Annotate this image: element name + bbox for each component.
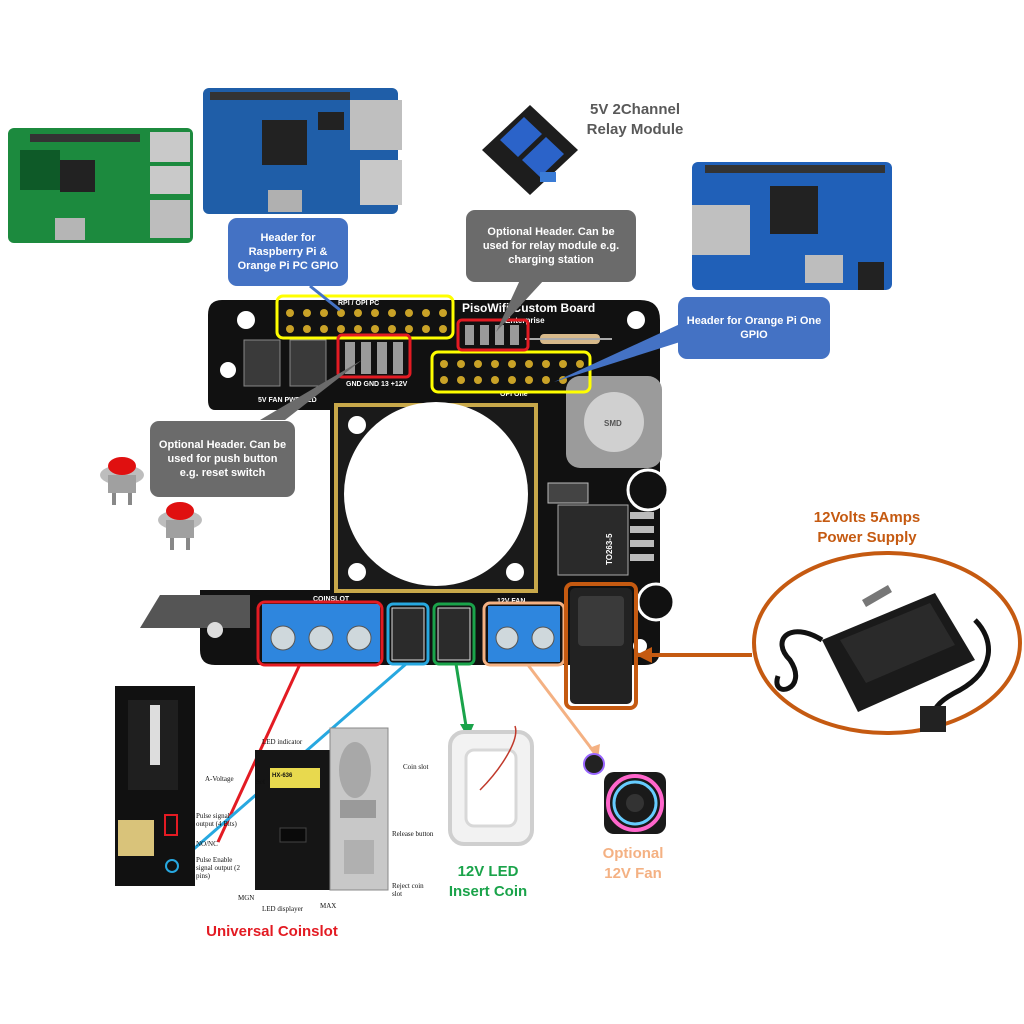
silk-opi-label: OPI One (500, 391, 528, 398)
push-button (100, 457, 144, 505)
annotation-pulse-enable: Pulse Enable signal output (2 pins) (196, 856, 240, 880)
annotation-led-displayer: LED displayer (262, 905, 304, 913)
relay-module (482, 105, 578, 195)
led-insert-coin-label: 12V LED Insert Coin (448, 863, 528, 900)
annotation-reject-coin-slot: Reject coin slot (392, 882, 424, 898)
opi-header-highlight (430, 350, 592, 394)
relay-module-label: 5V 2Channel Relay Module (586, 101, 684, 138)
pushbutton-callout-pointer (260, 360, 362, 420)
optional-fan-label: Optional 12V Fan (602, 845, 664, 882)
silk-rpi-label: RPI / OPI PC (338, 300, 379, 307)
coinslot-side-view (115, 686, 195, 886)
relay-header-callout: Optional Header. Can be used for relay m… (466, 210, 636, 282)
dc-jack-highlight (564, 582, 638, 710)
opi-one-header-callout: Header for Orange Pi One GPIO (678, 297, 830, 359)
rpi-header-highlight (275, 294, 455, 340)
annotation-coin-slot: Coin slot (403, 763, 429, 771)
orange-pi-pc-board (203, 88, 402, 214)
coinslot-signal-highlight (386, 602, 430, 666)
silk-fan-led-label: 5V FAN PWR LED (258, 397, 317, 404)
power-supply-adapter (774, 585, 991, 732)
rpi-header-callout: Header for Raspberry Pi & Orange Pi PC G… (228, 218, 348, 286)
relay-callout-pointer (496, 280, 544, 332)
led-wire (454, 663, 468, 727)
universal-coinslot-label: Universal Coinslot (206, 923, 338, 940)
coinslot-terminal-highlight (256, 600, 384, 667)
raspberry-pi-board (8, 128, 193, 243)
coinslot-model-label: HX-636 (272, 773, 293, 779)
silk-coinslot-label: COINSLOT (313, 596, 350, 603)
annotation-max: MAX (320, 902, 337, 910)
annotation-pulse-output: Pulse signal output (4 Bits) (196, 812, 237, 828)
led-insert-coin (448, 725, 534, 846)
push-button-header-callout: Optional Header. Can be used for push bu… (150, 421, 295, 497)
annotation-set: Set (256, 778, 265, 786)
silk-inductor-label: SMD (604, 419, 622, 428)
power-arrowhead (636, 647, 652, 663)
annotation-a-voltage: A-Voltage (205, 775, 234, 783)
pushbutton-header-highlight (336, 333, 412, 379)
annotation-no-nc: NO/NC (196, 840, 218, 848)
led-terminal-highlight (432, 602, 476, 666)
pisowifi-board (140, 300, 676, 704)
annotation-mgn: MGN (238, 894, 255, 902)
power-supply-label: 12Volts 5Amps Power Supply (813, 509, 921, 546)
board-title: PisoWifi Custom Board (462, 301, 595, 315)
relay-header-highlight (456, 318, 530, 352)
fan-wire (526, 664, 596, 753)
annotation-release-button: Release button (392, 830, 434, 838)
silk-gnd-label: GND GND 13 +12V (346, 381, 408, 388)
silk-ic-label: TO263-5 (605, 533, 614, 565)
annotation-led-indicator: LED indicator (262, 738, 303, 746)
opi-callout-pointer (554, 324, 680, 382)
optional-fan (583, 753, 666, 834)
coinslot-front-view (255, 727, 389, 891)
orange-pi-one-board (692, 162, 892, 290)
push-button (158, 502, 202, 550)
rpi-callout-pointer (309, 284, 341, 312)
